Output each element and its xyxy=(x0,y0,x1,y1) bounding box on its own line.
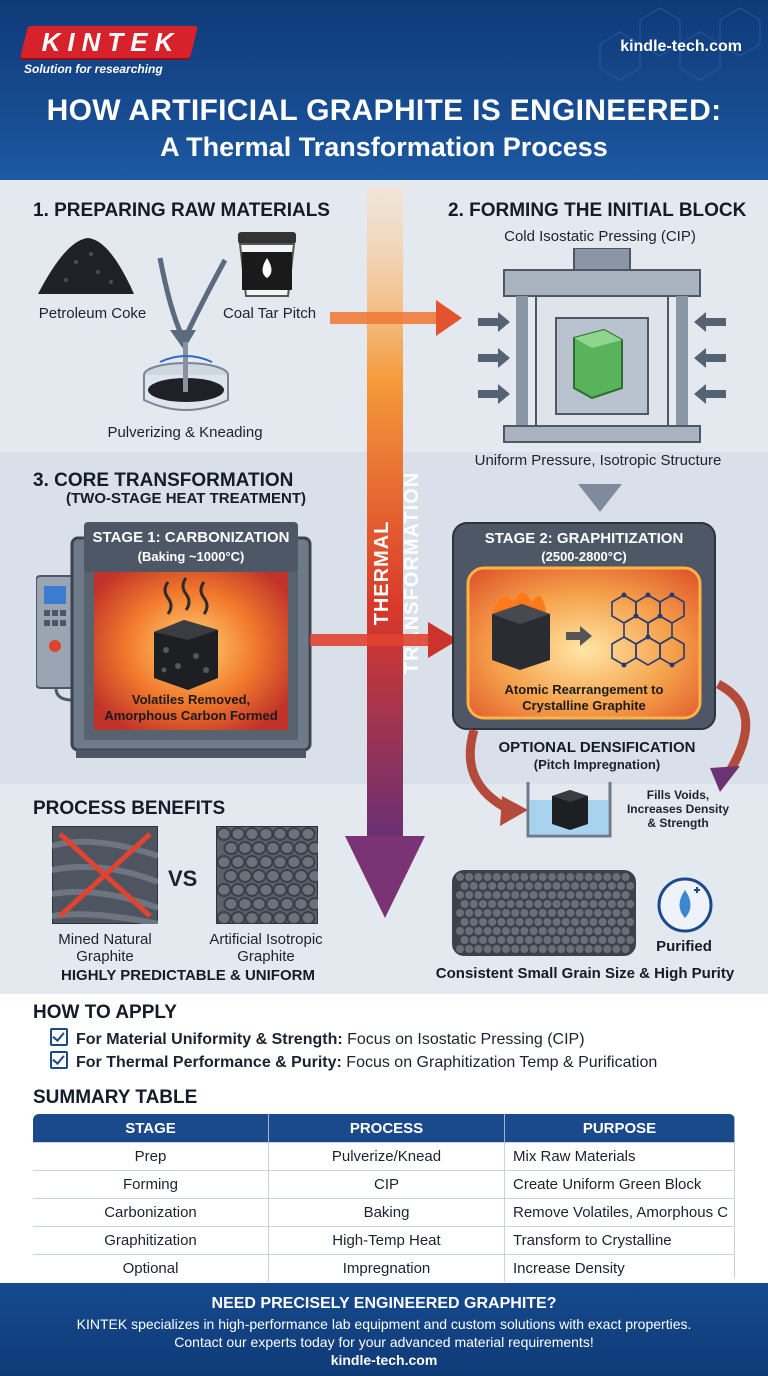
step3-subheading: (TWO-STAGE HEAT TREATMENT) xyxy=(66,490,306,507)
artificial-graphite-label-line1: Artificial Isotropic xyxy=(209,931,323,948)
table-cell: High-Temp Heat xyxy=(268,1226,505,1255)
table-cell: Prep xyxy=(33,1142,269,1171)
apply-item-thermal-text: Focus on Graphitization Temp & Purificat… xyxy=(341,1054,658,1071)
thermal-transformation-label: THERMAL TRANSFORMATION xyxy=(371,471,423,675)
artificial-graphite-icon xyxy=(216,826,318,924)
coal-tar-pitch-jar-icon xyxy=(238,232,296,297)
apply-item-uniformity-text: Focus on Isostatic Pressing (CIP) xyxy=(342,1031,585,1048)
purified-droplet-icon xyxy=(657,877,713,933)
step3-heading: 3. CORE TRANSFORMATION xyxy=(33,470,294,491)
stage1-to-stage2-arrow xyxy=(310,622,458,658)
natural-graphite-crossed-icon xyxy=(52,826,158,924)
stage2-caption-line1: Atomic Rearrangement to xyxy=(504,682,664,697)
step2-caption: Uniform Pressure, Isotropic Structure xyxy=(474,452,722,469)
table-cell: Transform to Crystalline xyxy=(504,1226,735,1255)
website-link-top[interactable]: kindle-tech.com xyxy=(620,38,742,55)
table-cell: Create Uniform Green Block xyxy=(504,1170,735,1199)
densification-note-line2: Increases Density xyxy=(626,802,730,816)
apply-item-thermal: For Thermal Performance & Purity: Focus … xyxy=(50,1049,657,1072)
stage2-title: STAGE 2: GRAPHITIZATION xyxy=(484,530,684,547)
natural-graphite-label-line1: Mined Natural xyxy=(58,931,152,948)
table-cell: Pulverize/Knead xyxy=(268,1142,505,1171)
densification-note-line1: Fills Voids, xyxy=(646,788,710,802)
footer-headline: NEED PRECISELY ENGINEERED GRAPHITE? xyxy=(211,1295,557,1312)
purified-label: Purified xyxy=(656,938,712,955)
predictable-uniform-label: HIGHLY PREDICTABLE & UNIFORM xyxy=(61,967,315,984)
table-cell: Mix Raw Materials xyxy=(504,1142,735,1171)
column-header-purpose: PURPOSE xyxy=(504,1114,735,1143)
stage1-title-plate xyxy=(84,522,298,572)
table-cell: CIP xyxy=(268,1170,505,1199)
densification-title: OPTIONAL DENSIFICATION xyxy=(498,739,696,756)
summary-heading: SUMMARY TABLE xyxy=(33,1087,198,1108)
footer-line1: KINTEK specializes in high-performance l… xyxy=(76,1316,692,1332)
step1-heading: 1. PREPARING RAW MATERIALS xyxy=(33,200,330,221)
stage1-caption-line2: Amorphous Carbon Formed xyxy=(104,708,278,723)
apply-item-uniformity-bold: For Material Uniformity & Strength: xyxy=(76,1031,343,1048)
checkbox-icon xyxy=(50,1051,68,1069)
apply-heading: HOW TO APPLY xyxy=(33,1002,177,1023)
versus-label: VS xyxy=(168,866,198,891)
step2-to-stage2-arrow xyxy=(578,484,622,512)
natural-graphite-label-line2: Graphite xyxy=(76,948,134,965)
stage2-caption-line2: Crystalline Graphite xyxy=(522,698,646,713)
densification-loop-arrows xyxy=(465,680,751,826)
page-title-line1: HOW ARTIFICIAL GRAPHITE IS ENGINEERED: xyxy=(46,94,722,127)
page-title-line2: A Thermal Transformation Process xyxy=(160,132,608,162)
table-cell: Remove Volatiles, Amorphous C xyxy=(504,1198,735,1227)
step2-subheading: Cold Isostatic Pressing (CIP) xyxy=(504,228,696,245)
summary-table-header-row: STAGE PROCESS PURPOSE xyxy=(33,1114,735,1143)
carbonization-furnace xyxy=(36,536,312,758)
densification-note-line3: & Strength xyxy=(647,816,709,830)
table-cell: Graphitization xyxy=(33,1226,269,1255)
thermal-transformation-arrow xyxy=(345,186,425,918)
step2-heading: 2. FORMING THE INITIAL BLOCK xyxy=(448,200,747,221)
graphitization-chamber xyxy=(452,522,716,730)
apply-item-uniformity: For Material Uniformity & Strength: Focu… xyxy=(50,1026,585,1049)
hex-pattern-decoration xyxy=(599,7,761,81)
mixing-flow-arrows xyxy=(143,257,229,411)
step1-to-step2-arrow xyxy=(330,300,462,336)
artificial-graphite-label-line2: Graphite xyxy=(237,948,295,965)
petroleum-coke-pile-icon xyxy=(38,238,134,294)
footer-line2: Contact our experts today for your advan… xyxy=(174,1334,594,1350)
column-header-process: PROCESS xyxy=(268,1114,505,1143)
petroleum-coke-label: Petroleum Coke xyxy=(38,305,147,322)
grain-purity-label: Consistent Small Grain Size & High Purit… xyxy=(435,965,735,982)
pulverizing-kneading-label: Pulverizing & Kneading xyxy=(107,424,263,441)
footer-website-link[interactable]: kindle-tech.com xyxy=(330,1352,438,1368)
densification-note: Fills Voids, Increases Density & Strengt… xyxy=(618,788,738,830)
stage1-title: STAGE 1: CARBONIZATION xyxy=(92,529,290,546)
apply-item-thermal-bold: For Thermal Performance & Purity: xyxy=(76,1054,342,1071)
coal-tar-pitch-label: Coal Tar Pitch xyxy=(222,305,317,322)
stage1-temperature: (Baking ~1000°C) xyxy=(137,549,245,564)
kintek-logo-text: KINTEK xyxy=(41,27,181,57)
brand-tagline: Solution for researching xyxy=(24,62,163,76)
footer-banner: NEED PRECISELY ENGINEERED GRAPHITE? KINT… xyxy=(0,1283,768,1376)
stage1-caption-line1: Volatiles Removed, xyxy=(131,692,251,707)
column-header-stage: STAGE xyxy=(33,1114,269,1143)
table-cell: Impregnation xyxy=(268,1254,505,1282)
table-cell: Increase Density xyxy=(504,1254,735,1282)
small-grain-sample-icon xyxy=(452,870,636,956)
cip-press-icon xyxy=(478,248,726,443)
stage2-temperature: (2500-2800°C) xyxy=(541,549,627,564)
table-cell: Forming xyxy=(33,1170,269,1199)
densification-subtitle: (Pitch Impregnation) xyxy=(533,757,661,772)
table-cell: Optional xyxy=(33,1254,269,1282)
benefits-heading: PROCESS BENEFITS xyxy=(33,798,226,819)
checkbox-icon xyxy=(50,1028,68,1046)
impregnation-bath-icon xyxy=(526,782,612,838)
table-cell: Baking xyxy=(268,1198,505,1227)
table-cell: Carbonization xyxy=(33,1198,269,1227)
